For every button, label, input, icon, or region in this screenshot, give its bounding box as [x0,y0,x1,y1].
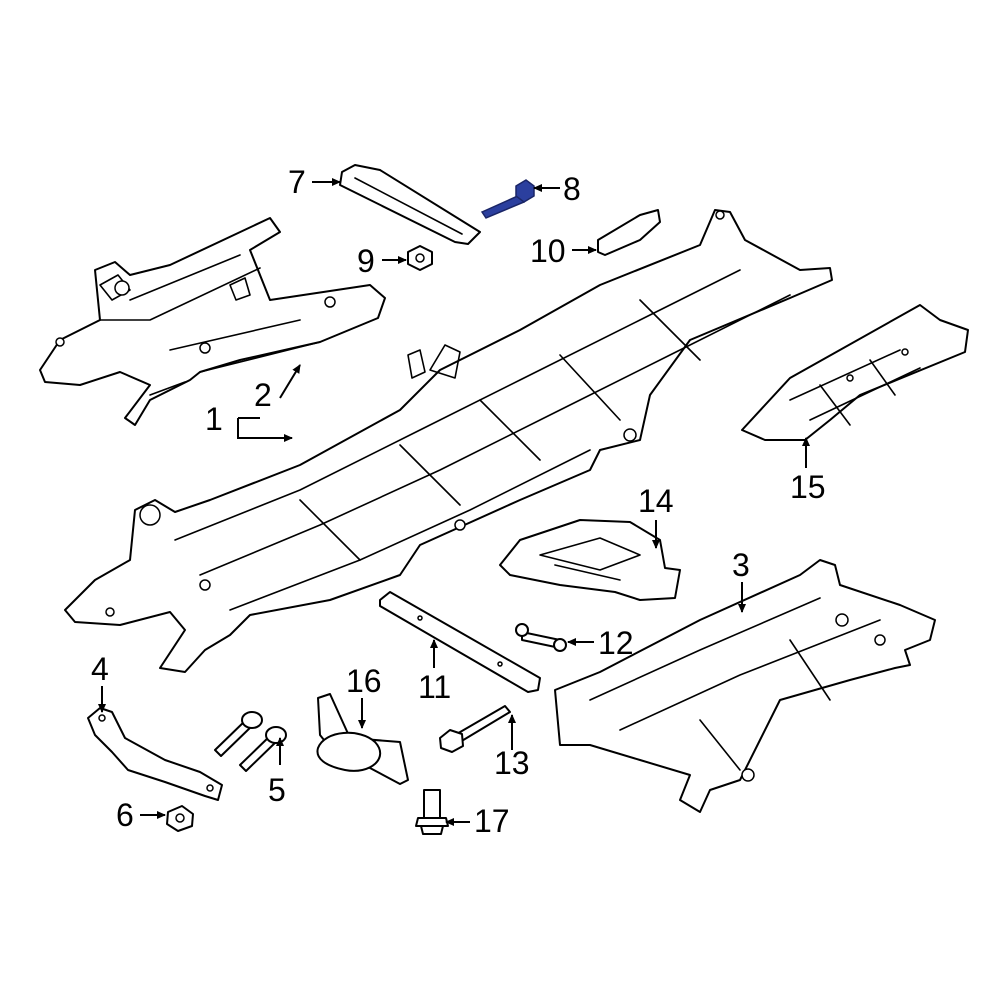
callout-15: 15 [790,469,826,505]
callout-13: 13 [494,745,530,781]
callout-9: 9 [357,243,375,279]
callout-14: 14 [638,483,674,519]
link-part-12 [515,623,567,652]
callout-7: 7 [288,164,306,200]
tow-hook-part-16 [316,693,409,785]
skid-plate-part-15 [741,304,969,441]
crossmember-part-11 [379,591,541,693]
bolt-part-13 [439,705,511,753]
nut-part-9 [407,245,433,271]
callout-17: 17 [474,803,510,839]
main-frame [64,209,833,673]
callout-5: 5 [268,772,286,808]
callout-8: 8 [563,171,581,207]
callout-1: 1 [205,401,223,437]
callout-12: 12 [598,625,634,661]
front-frame-section [39,217,386,426]
rail-piece-part-7 [339,164,481,245]
callout-4: 4 [91,651,109,687]
flange-bolt-part-17 [415,789,449,835]
callout-16: 16 [346,663,382,699]
bracket-plate-part-14 [499,519,681,601]
bracket-part-10 [597,209,661,256]
bolts-part-5 [214,711,287,772]
rear-frame-section [554,559,936,813]
highlighted-bolt-part-8 [480,179,535,219]
callout-6: 6 [116,797,134,833]
nut-part-6 [166,805,194,832]
callout-3: 3 [732,547,750,583]
callout-10: 10 [530,233,566,269]
callout-11: 11 [418,669,451,705]
callout-2: 2 [254,377,272,413]
bracket-part-4 [87,707,223,801]
leader-lines [98,178,810,826]
